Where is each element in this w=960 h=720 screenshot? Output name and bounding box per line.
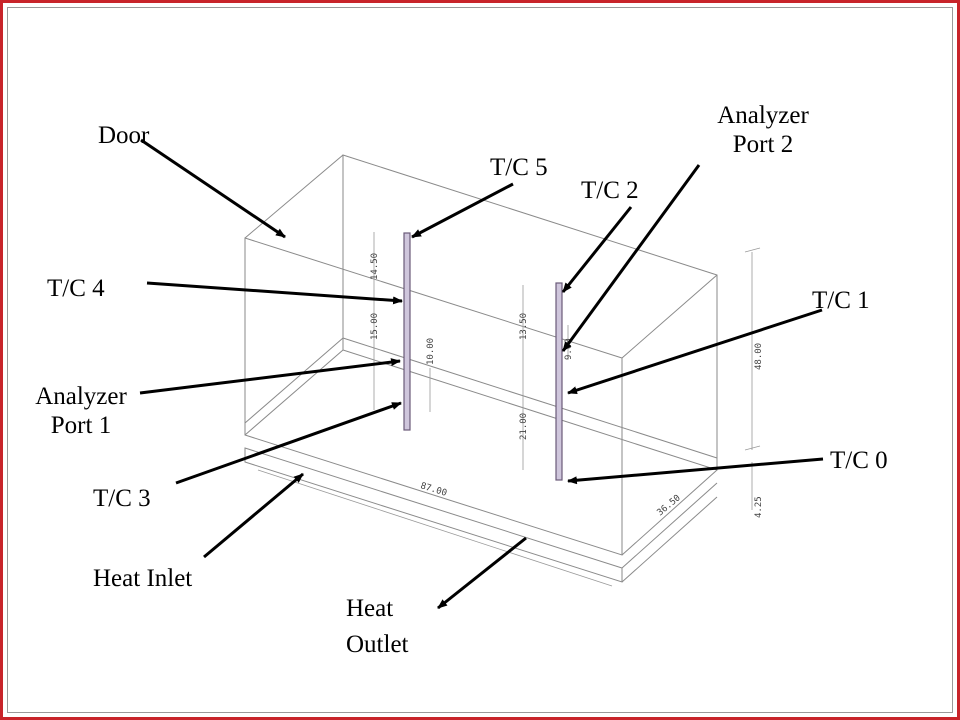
- dim-right-low: 21.00: [519, 413, 529, 440]
- dim-length: 87.00: [419, 481, 448, 498]
- analyzer-port-1-line1: Analyzer: [35, 383, 127, 410]
- dim-left-mid: 15.00: [370, 313, 380, 340]
- heat-outlet-line2: Outlet: [346, 631, 409, 658]
- tc0-arrow: [567, 457, 824, 485]
- edge-top-left: [244, 154, 344, 239]
- analyzer-port-1-arrow: [139, 358, 401, 395]
- dim-depth: 36.50: [656, 493, 683, 518]
- slide-inner-border: [7, 7, 953, 713]
- tc5-arrow: [411, 182, 514, 239]
- edge-top-right: [621, 274, 718, 359]
- heat-outlet-arrow: [437, 536, 527, 610]
- door-label: Door: [98, 122, 150, 149]
- tc0-label: T/C 0: [830, 447, 888, 474]
- tc3-label: T/C 3: [93, 485, 151, 512]
- edge-bottom-right: [621, 469, 718, 556]
- callout-arrows: [139, 138, 824, 610]
- front-face: [244, 237, 623, 556]
- dimension-text: 48.00 4.25 87.00 36.50 14.50 15.00 10.00…: [370, 253, 764, 518]
- tc5-label: T/C 5: [490, 154, 548, 181]
- heat-inlet-arrow: [203, 472, 304, 559]
- tc4-arrow: [146, 281, 403, 305]
- analyzer-port-2-line2: Port 2: [732, 131, 794, 158]
- back-face: [342, 154, 718, 471]
- dim-left-top: 14.50: [370, 253, 380, 280]
- length-dim-line: [257, 469, 613, 587]
- analyzer-port-2-line1: Analyzer: [717, 102, 809, 129]
- analyzer-port-2-label: Analyzer Port 2: [700, 101, 826, 159]
- heat-outlet-line1: Heat: [346, 595, 394, 622]
- floor-plane: [244, 337, 344, 424]
- door-arrow: [140, 138, 286, 239]
- height-tick-top: [744, 247, 761, 253]
- tc2-label: T/C 2: [581, 177, 639, 204]
- tc1-arrow: [567, 308, 823, 395]
- dim-left-low: 10.00: [426, 338, 436, 365]
- thermocouple-probes: [403, 232, 563, 481]
- tc2-arrow: [561, 206, 633, 293]
- analyzer-port-1-line2: Port 1: [50, 412, 112, 439]
- right-probe: [555, 282, 563, 481]
- base-slab: [244, 447, 623, 583]
- dim-floor: 4.25: [754, 496, 764, 518]
- dimension-lines: [257, 232, 761, 587]
- floor-plane-back: [342, 337, 718, 459]
- tc3-arrow: [175, 401, 402, 485]
- dim-right-top: 13.50: [519, 313, 529, 340]
- left-probe: [403, 232, 411, 431]
- base-depth-edge-low: [621, 496, 718, 583]
- heat-inlet-label: Heat Inlet: [93, 565, 193, 592]
- tc1-label: T/C 1: [812, 287, 870, 314]
- analyzer-port-1-label: Analyzer Port 1: [18, 382, 144, 440]
- base-depth-edge: [621, 482, 718, 569]
- edge-bottom-left: [244, 349, 344, 436]
- heat-outlet-label: Heat Outlet: [346, 594, 409, 659]
- tc4-label: T/C 4: [47, 275, 105, 302]
- analyzer-port-2-arrow: [561, 164, 701, 352]
- height-tick-bottom: [744, 445, 761, 451]
- dim-height: 48.00: [754, 343, 764, 370]
